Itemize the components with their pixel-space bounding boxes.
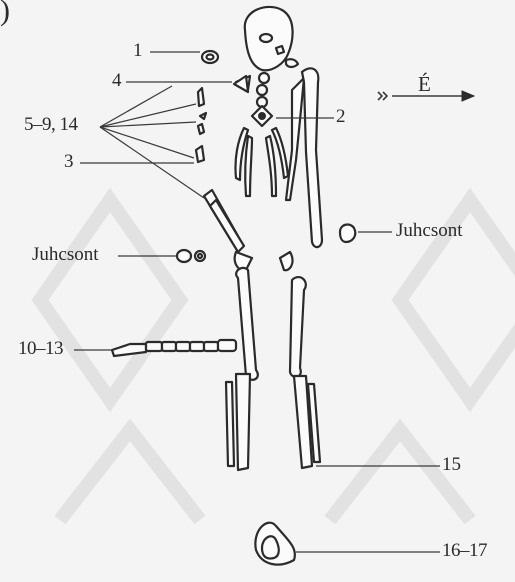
skull bbox=[245, 7, 298, 70]
label-5-9-14: 5–9, 14 bbox=[24, 114, 78, 136]
label-16-17: 16–17 bbox=[442, 540, 487, 562]
left-arm bbox=[204, 190, 244, 252]
north-label: É bbox=[418, 72, 431, 97]
find-4-object bbox=[234, 76, 248, 92]
finds-5-9-14 bbox=[196, 88, 206, 162]
label-juhcsont-left: Juhcsont bbox=[32, 244, 99, 266]
label-4: 4 bbox=[112, 70, 122, 92]
lower-legs bbox=[226, 374, 320, 470]
label-juhcsont-right: Juhcsont bbox=[396, 220, 463, 242]
label-2: 2 bbox=[336, 106, 346, 128]
right-arm bbox=[302, 68, 322, 247]
sheep-bone-right bbox=[340, 225, 355, 242]
torso-ribs bbox=[235, 76, 304, 200]
sheep-bone-left bbox=[177, 250, 205, 262]
femurs bbox=[236, 268, 306, 380]
label-1: 1 bbox=[133, 40, 143, 62]
finds-16-17 bbox=[255, 523, 295, 565]
label-10-13: 10–13 bbox=[18, 338, 63, 360]
corner-mark: ) bbox=[0, 0, 10, 28]
label-3: 3 bbox=[64, 151, 74, 173]
label-15: 15 bbox=[442, 454, 461, 476]
find-2-object bbox=[252, 106, 272, 126]
leader-lines bbox=[74, 52, 440, 552]
finds-10-13-chain bbox=[112, 340, 236, 356]
find-1-object bbox=[202, 51, 218, 63]
